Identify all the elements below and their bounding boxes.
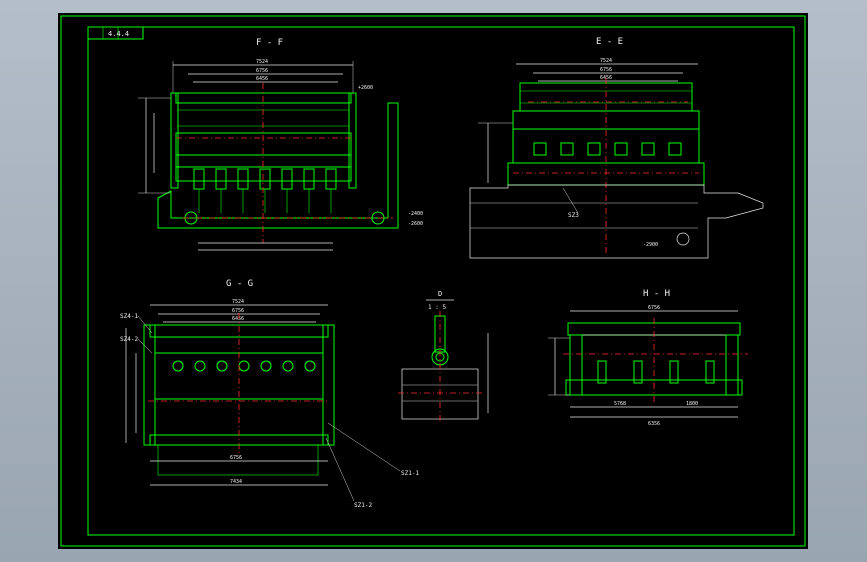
dim-hh-span2: 1800 xyxy=(686,401,698,407)
dim-ff-inner: 6756 xyxy=(256,68,268,74)
detail-title: D xyxy=(438,290,442,298)
view-hh: H - H 6756 5768 1800 6356 xyxy=(548,289,748,427)
outer-frame xyxy=(60,15,806,547)
callout-sz1-2: SZ1-2 xyxy=(354,502,372,509)
drawing-sheet[interactable]: 4.4.4 F - F 7524 6756 6456 xyxy=(58,13,808,549)
dim-ee-total: 7524 xyxy=(600,58,612,64)
dim-hh-total: 6756 xyxy=(648,305,660,311)
dim-gg-bottom2: 7434 xyxy=(230,479,242,485)
dim-gg-bottom: 6756 xyxy=(230,455,242,461)
view-gg: G - G 7524 6756 6456 xyxy=(120,279,419,509)
callout-sz4-2: SZ4-2 xyxy=(120,336,138,343)
title-block-label: 4.4.4 xyxy=(108,30,129,38)
inner-frame xyxy=(87,26,795,536)
view-gg-title: G - G xyxy=(226,279,253,289)
view-ff: F - F 7524 6756 6456 xyxy=(138,38,423,251)
view-hh-title: H - H xyxy=(643,289,670,299)
callout-sz4-1: SZ4-1 xyxy=(120,313,138,320)
dim-hh-span1: 5768 xyxy=(614,401,626,407)
dim-ee-inner: 6756 xyxy=(600,67,612,73)
level-ff-plus: +2600 xyxy=(358,85,373,91)
view-ee: E - E 7524 6756 6456 xyxy=(469,37,764,259)
level-ee-minus: -2900 xyxy=(643,242,658,248)
view-ff-title: F - F xyxy=(256,38,283,48)
level-ff-minus2: -2600 xyxy=(408,221,423,227)
dim-gg-total: 7524 xyxy=(232,299,244,305)
callout-sz1-1: SZ1-1 xyxy=(401,470,419,477)
dim-gg-inner2: 6456 xyxy=(232,316,244,322)
level-ff-minus1: -2400 xyxy=(408,211,423,217)
drawing-canvas: 4.4.4 F - F 7524 6756 6456 xyxy=(60,15,806,547)
dim-ff-inner2: 6456 xyxy=(256,76,268,82)
dim-ff-total: 7524 xyxy=(256,59,268,65)
title-block: 4.4.4 xyxy=(87,26,144,40)
detail-scale: 1 : 5 xyxy=(428,304,446,311)
view-detail-d: D 1 : 5 xyxy=(398,290,489,423)
dim-hh-bottom: 6356 xyxy=(648,421,660,427)
callout-sz3: SZ3 xyxy=(568,212,579,219)
dim-gg-inner: 6756 xyxy=(232,308,244,314)
view-ee-title: E - E xyxy=(596,37,623,47)
